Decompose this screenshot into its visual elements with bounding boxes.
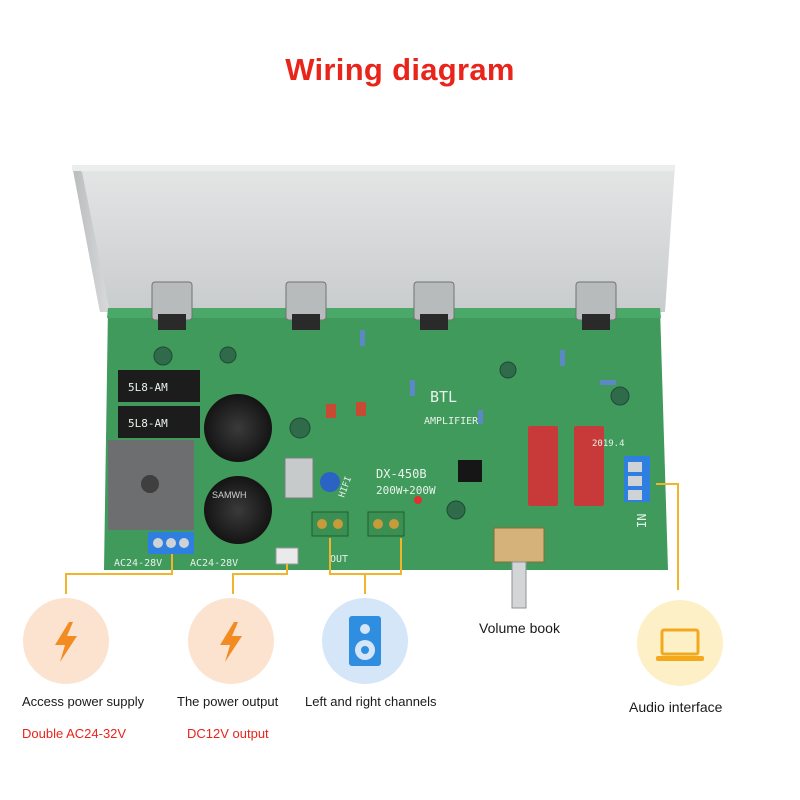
- regulator: [284, 457, 314, 499]
- svg-text:2019.4: 2019.4: [592, 439, 625, 449]
- power-supply-icon-badge: [23, 598, 109, 684]
- speaker-terminals: [311, 511, 405, 537]
- power-supply-label: Access power supply: [22, 694, 145, 709]
- ic-chip: [458, 460, 482, 482]
- svg-text:AMPLIFIER: AMPLIFIER: [424, 416, 479, 427]
- svg-text:200W+200W: 200W+200W: [376, 484, 436, 497]
- relays: 5L8-AM 5L8-AM: [118, 370, 200, 438]
- connector-lines: [65, 483, 679, 594]
- filter-capacitors: SAMWH: [204, 394, 272, 544]
- power-output-spec: DC12V output: [187, 726, 269, 741]
- dc-output-connector: [275, 547, 299, 565]
- power-transistors: [151, 281, 617, 330]
- speaker-icon: [349, 616, 381, 666]
- volume-label: Volume book: [479, 620, 560, 636]
- channels-label: Left and right channels: [305, 694, 437, 709]
- audio-icon-badge: [637, 600, 723, 686]
- audio-input-connector: [624, 456, 650, 502]
- power-input-terminal: [148, 532, 194, 554]
- laptop-icon: [656, 628, 704, 661]
- channels-icon-badge: [322, 598, 408, 684]
- lightning-icon: [220, 622, 242, 662]
- svg-text:5L8-AM: 5L8-AM: [128, 381, 168, 394]
- svg-text:AC24-28V: AC24-28V: [190, 558, 238, 569]
- svg-text:IN: IN: [635, 514, 649, 528]
- page-title: Wiring diagram: [285, 52, 515, 87]
- svg-text:BTL: BTL: [430, 388, 457, 406]
- svg-text:OUT: OUT: [330, 554, 348, 565]
- volume-potentiometer: [493, 527, 545, 609]
- svg-text:DX-450B: DX-450B: [376, 467, 427, 481]
- svg-text:5L8-AM: 5L8-AM: [128, 417, 168, 430]
- power-supply-spec: Double AC24-32V: [22, 726, 127, 741]
- audio-interface-label: Audio interface: [629, 699, 723, 715]
- svg-text:SAMWH: SAMWH: [212, 490, 247, 500]
- lightning-icon: [55, 622, 77, 662]
- power-output-icon-badge: [188, 598, 274, 684]
- heatsink: [72, 165, 675, 312]
- bridge-rectifier: [108, 440, 194, 530]
- power-output-label: The power output: [177, 694, 279, 709]
- svg-text:AC24-28V: AC24-28V: [114, 558, 162, 569]
